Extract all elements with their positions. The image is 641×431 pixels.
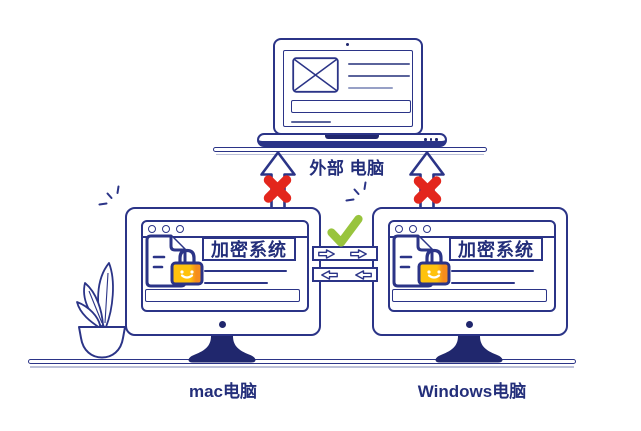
desk-shadow-line (30, 366, 574, 368)
window-control-dot (423, 225, 431, 233)
laptop-base-notch (325, 135, 379, 139)
potted-plant-icon (76, 262, 126, 359)
padlock-smiley-icon (170, 248, 204, 286)
monitor-stand (435, 336, 503, 363)
browser-topbar-divider (143, 236, 307, 238)
laptop-port-dot (429, 138, 433, 141)
transfer-arrow-right-icon (350, 248, 367, 259)
windows-computer-label: Windows电脑 (417, 382, 527, 401)
blocked-x-left-icon (263, 175, 292, 203)
text-line (348, 75, 410, 78)
window-control-dot (148, 225, 156, 233)
padlock-smiley-icon (417, 248, 451, 286)
text-line (348, 87, 393, 90)
desk-bar (28, 359, 576, 364)
text-line (451, 281, 515, 284)
window-control-dot (176, 225, 184, 233)
window-control-dot (409, 225, 417, 233)
laptop-port-dot (424, 138, 427, 141)
monitor-power-dot (466, 321, 473, 328)
windows-monitor: 加密系统 (372, 207, 568, 363)
monitor-power-dot (219, 321, 226, 328)
transfer-arrow-left-icon (321, 269, 338, 280)
sparkle-icon (98, 185, 120, 206)
content-placeholder-bar (145, 289, 300, 302)
mac-monitor: 加密系统 (125, 207, 321, 363)
image-placeholder-icon (292, 57, 339, 93)
shelf-shadow-line (216, 153, 484, 156)
sparkle-icon (345, 181, 367, 202)
laptop-camera-dot (346, 43, 349, 46)
transfer-arrow-right-icon (318, 248, 335, 259)
content-placeholder-bar (392, 289, 547, 302)
laptop-port-dot (435, 138, 438, 141)
laptop-input-box (291, 100, 411, 113)
encryption-title-box: 加密系统 (449, 237, 543, 261)
laptop-base (257, 133, 447, 147)
text-line (204, 281, 268, 284)
shelf-bar (213, 147, 487, 152)
browser-topbar-divider (390, 236, 554, 238)
upload-arrow-right-icon (409, 151, 445, 212)
mac-computer-label: mac电脑 (188, 382, 258, 401)
window-control-dot (395, 225, 403, 233)
monitor-stand (188, 336, 256, 363)
text-line (348, 63, 410, 66)
window-control-dot (162, 225, 170, 233)
encryption-title: 加密系统 (211, 240, 287, 260)
external-computer-label: 外部 电脑 (309, 159, 385, 178)
encryption-title-box: 加密系统 (202, 237, 296, 261)
text-line (204, 270, 287, 273)
allowed-check-icon (327, 214, 363, 247)
encryption-title: 加密系统 (458, 240, 534, 260)
text-line (451, 270, 534, 273)
blocked-x-right-icon (413, 176, 442, 204)
transfer-arrow-left-icon (355, 269, 372, 280)
text-line (291, 121, 331, 124)
